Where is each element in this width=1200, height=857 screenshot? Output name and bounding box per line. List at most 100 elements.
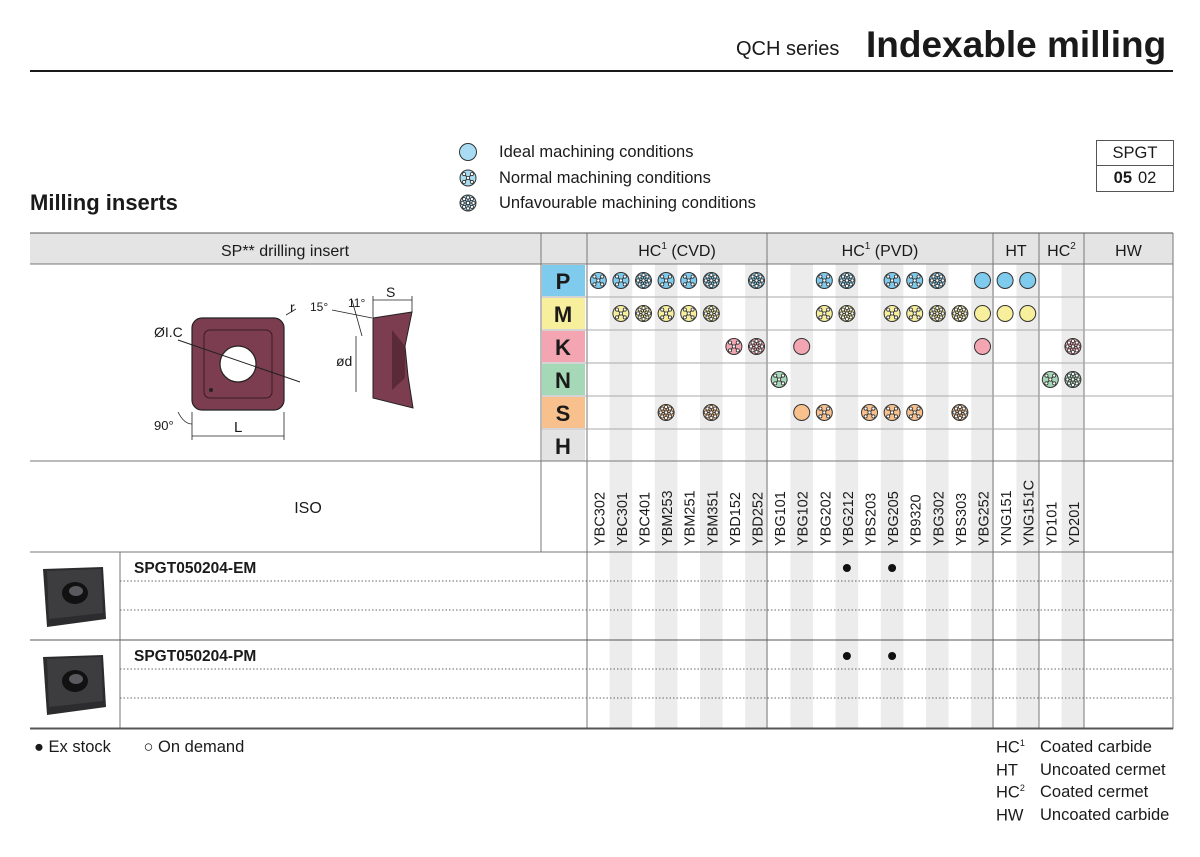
ideal-icon (793, 404, 811, 421)
grade-name: YNG151 (999, 490, 1015, 546)
grade-name: YBG202 (818, 491, 834, 546)
grade-name: YBG252 (977, 491, 993, 546)
normal-icon (770, 371, 788, 388)
ideal-icon (1019, 305, 1037, 322)
column-stripe (835, 264, 859, 729)
grade-name: YBM253 (660, 490, 676, 546)
normal-icon (861, 404, 878, 421)
grade-name: YBM351 (705, 490, 721, 546)
group-header: HC2 (1047, 241, 1076, 260)
insert-photo (43, 567, 106, 627)
insert-chamfer (203, 329, 273, 399)
product-name: SPGT050204-EM (134, 560, 256, 577)
grade-name: YD201 (1067, 502, 1083, 546)
normal-icon (680, 305, 698, 322)
group-header: HT (1005, 243, 1027, 260)
insert-drawing: rØI.C90°L15°11°Sød (154, 284, 414, 440)
angle-line (351, 299, 363, 337)
stock-dot (888, 652, 897, 660)
abbr-key: HC1 (996, 738, 1025, 757)
normal-icon (906, 305, 924, 322)
abbr-key: HC2 (996, 783, 1025, 802)
insert-header: SP** drilling insert (221, 243, 350, 260)
material-cell-s (542, 397, 585, 428)
unfavourable-icon (702, 305, 720, 322)
unfavourable-icon (657, 404, 675, 421)
normal-icon (612, 272, 630, 289)
label-r: r (290, 299, 295, 315)
insert-mark (209, 388, 213, 392)
legend-label: Normal machining conditions (499, 168, 711, 187)
ideal-icon (1019, 272, 1037, 289)
section-title: Milling inserts (30, 190, 178, 215)
ex-stock-label: ● Ex stock (34, 738, 111, 756)
column-stripe (654, 264, 678, 729)
label-15: 15° (310, 300, 328, 314)
unfavourable-icon (702, 272, 720, 289)
unfavourable-icon (459, 194, 477, 212)
grade-name: YBG205 (886, 491, 902, 546)
normal-icon (1041, 371, 1059, 388)
ic-line (177, 339, 301, 383)
unfavourable-icon (951, 404, 969, 421)
normal-icon (815, 272, 833, 289)
column-stripe (1016, 264, 1039, 729)
normal-icon (906, 404, 924, 421)
angle-line (331, 309, 373, 319)
group-header: HC1 (CVD) (638, 241, 716, 260)
unfavourable-icon (1064, 338, 1082, 355)
angle-arc (177, 411, 193, 425)
material-cell-k (542, 331, 585, 362)
normal-icon (459, 169, 477, 187)
series-label: QCH series (736, 38, 840, 60)
grade-name: YBG302 (931, 491, 947, 546)
legend-label: Unfavourable machining conditions (499, 193, 756, 212)
abbr-desc: Uncoated carbide (1040, 806, 1170, 824)
iso-label: ISO (294, 500, 322, 517)
code-box-size-bold: 05 (1113, 169, 1132, 187)
abbr-desc: Uncoated cermet (1040, 761, 1166, 779)
label-11: 11° (348, 296, 365, 310)
unfavourable-icon (928, 305, 946, 322)
normal-icon (883, 404, 901, 421)
grade-name: YBD252 (751, 492, 767, 546)
material-letter: H (555, 434, 571, 459)
material-letter: N (555, 368, 571, 393)
table-header-bg (30, 233, 1173, 264)
unfavourable-icon (635, 305, 652, 322)
normal-icon (612, 305, 630, 322)
material-letter: P (556, 269, 571, 294)
unfavourable-icon (702, 404, 720, 421)
grade-name: YBC302 (592, 492, 608, 546)
grade-name: YBM251 (683, 490, 699, 546)
normal-icon (657, 305, 675, 322)
insert-photo (43, 655, 106, 715)
material-cell-h (542, 430, 585, 461)
legend-label: Ideal machining conditions (499, 142, 694, 161)
page-title: Indexable milling (866, 24, 1167, 65)
legend-normal: Normal machining conditions (458, 166, 711, 190)
ideal-icon (974, 305, 991, 322)
column-stripe (700, 264, 723, 729)
code-box-type: SPGT (1097, 141, 1173, 166)
column-stripe (926, 264, 949, 729)
abbr-desc: Coated cermet (1040, 783, 1149, 801)
abbr-key: HT (996, 761, 1018, 780)
code-box-size-rest: 02 (1138, 169, 1157, 187)
column-stripe (745, 264, 768, 729)
grade-name: YBG212 (841, 491, 857, 546)
grade-name: YBS303 (954, 493, 970, 546)
stock-dot (842, 652, 851, 660)
label-s: S (386, 284, 395, 300)
normal-icon (815, 404, 833, 421)
insert-hole (219, 345, 257, 383)
grade-name: YBS203 (864, 493, 880, 546)
normal-icon (657, 272, 675, 289)
ideal-icon (996, 272, 1014, 289)
legend-unfavourable: Unfavourable machining conditions (458, 191, 756, 215)
unfavourable-icon (928, 272, 946, 289)
normal-icon (459, 169, 477, 187)
